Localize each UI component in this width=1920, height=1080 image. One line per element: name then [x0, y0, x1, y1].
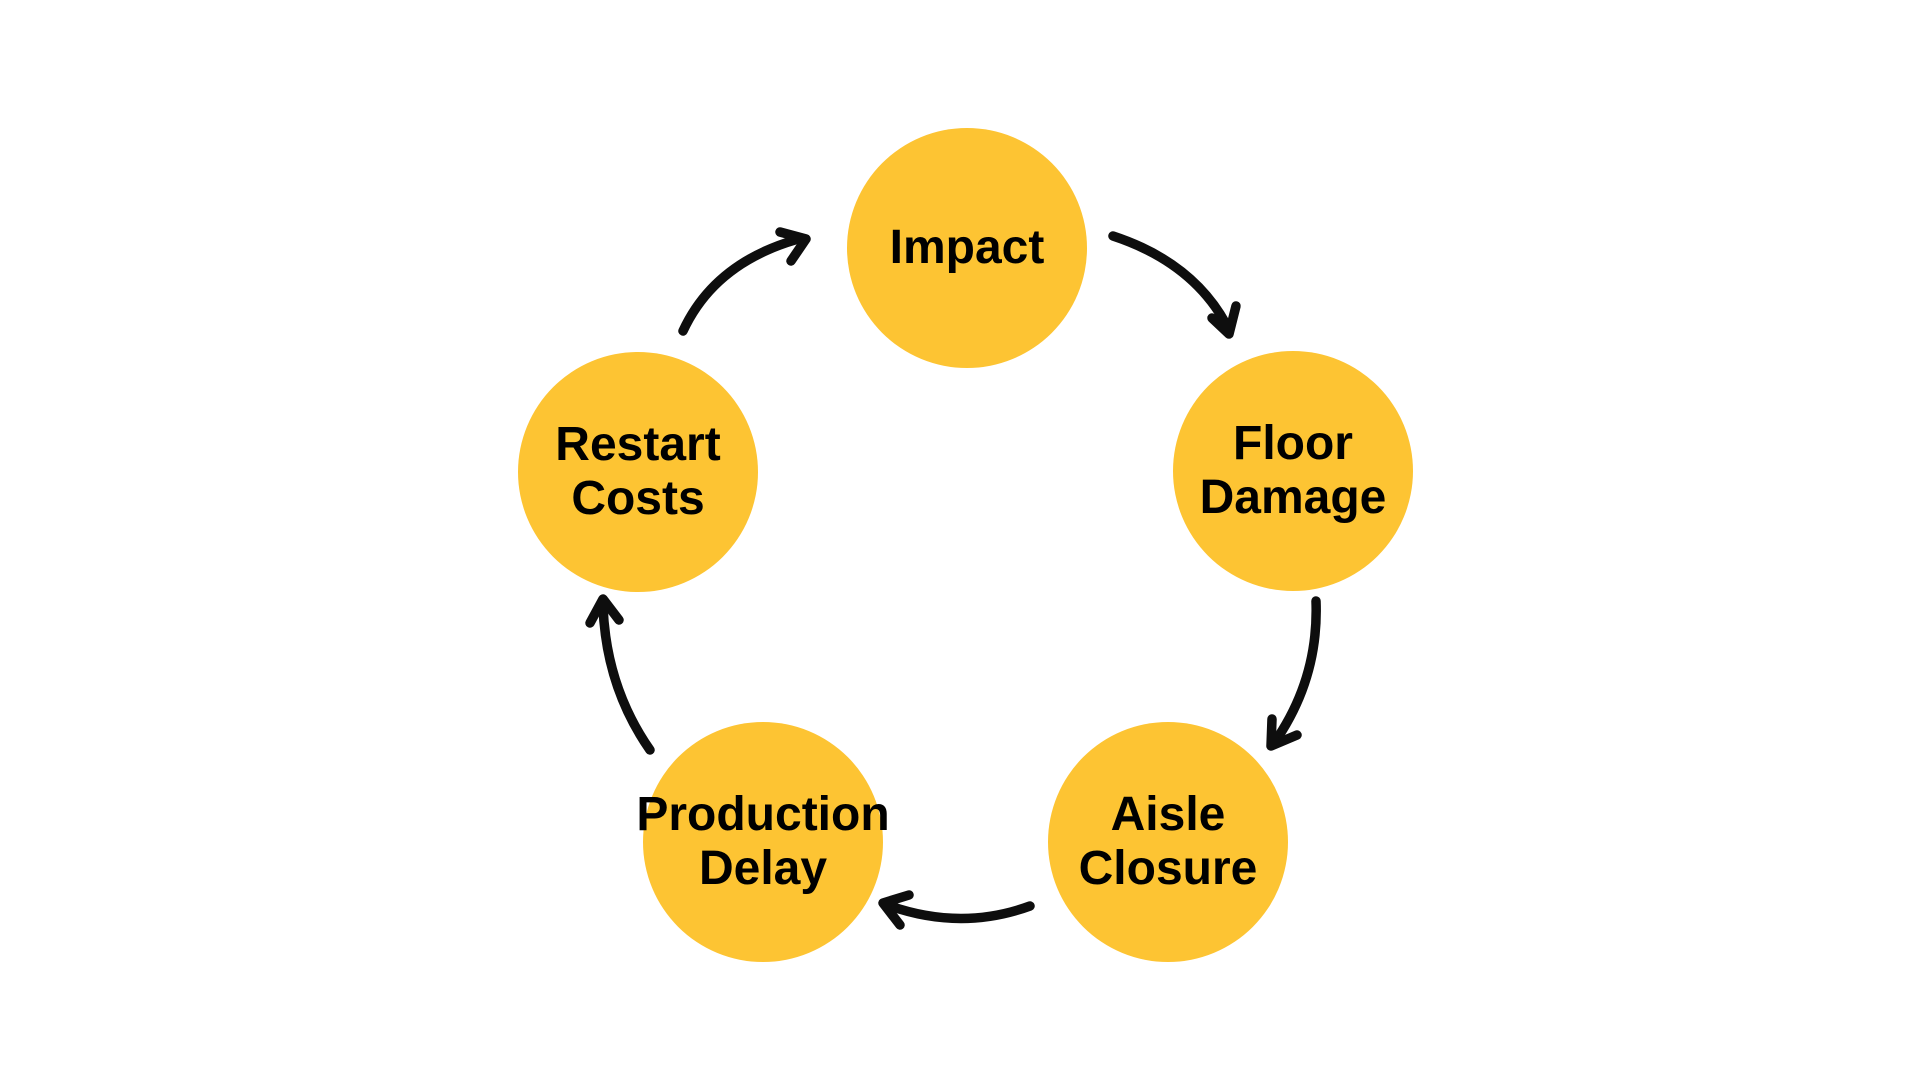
arrowhead-icon	[1266, 714, 1302, 751]
arrow-floor-damage-to-aisle-closure	[1266, 596, 1321, 751]
node-label: Restart	[555, 418, 721, 471]
arrow-shaft	[885, 901, 1035, 924]
node-label: Aisle	[1110, 788, 1226, 841]
node-label: Closure	[1078, 842, 1258, 895]
node-label: Costs	[571, 472, 705, 525]
node-production-delay: Production Delay	[636, 722, 890, 962]
node-floor-damage: Floor Damage	[1173, 351, 1413, 591]
node-label: Damage	[1199, 471, 1387, 524]
node-label: Floor	[1233, 417, 1353, 470]
arrowhead-icon	[775, 227, 811, 266]
arrow-impact-to-floor-damage	[1108, 231, 1241, 339]
node-restart-costs: Restart Costs	[518, 352, 758, 592]
node-label: Impact	[889, 221, 1045, 274]
arrow-shaft	[598, 601, 655, 755]
arrow-aisle-closure-to-production-delay	[878, 890, 1035, 930]
node-label: Delay	[698, 842, 828, 895]
arrowhead-icon	[585, 594, 624, 628]
node-impact: Impact	[847, 128, 1087, 368]
node-aisle-closure: Aisle Closure	[1048, 722, 1288, 962]
arrow-restart-costs-to-impact	[678, 227, 811, 336]
arrow-shaft	[1269, 596, 1321, 748]
arrow-shaft	[1108, 231, 1231, 329]
arrowhead-icon	[1207, 301, 1241, 339]
node-label: Production	[636, 788, 890, 841]
arrowhead-icon	[878, 890, 914, 930]
arrow-production-delay-to-restart-costs	[585, 594, 655, 755]
arrow-shaft	[678, 235, 800, 336]
